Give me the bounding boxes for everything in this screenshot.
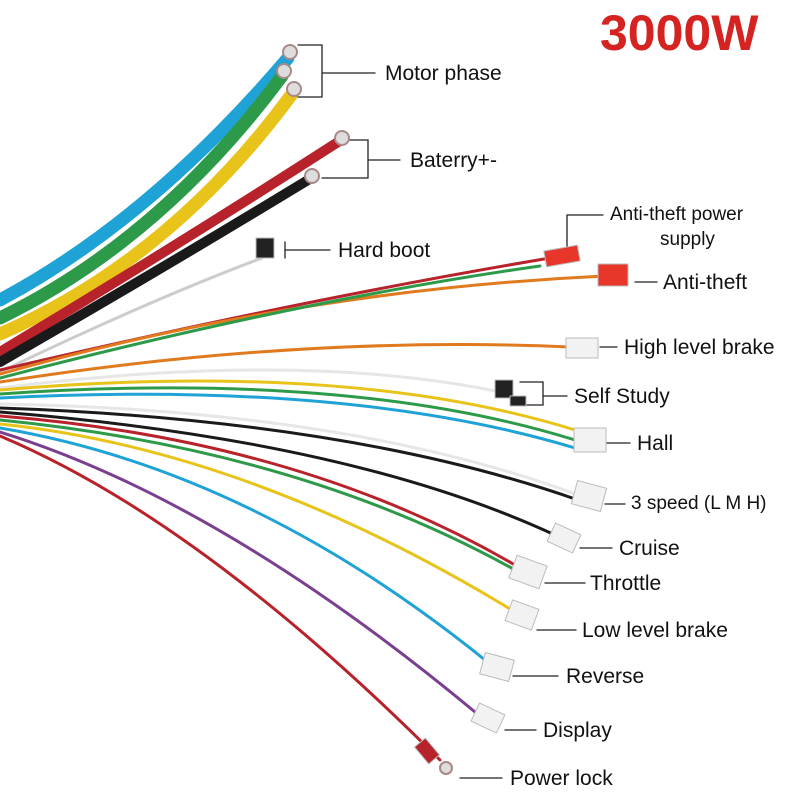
label-hall: Hall [637, 432, 674, 455]
label-display: Display [543, 719, 612, 742]
wire-display [0, 430, 477, 714]
ring-terminals [276, 44, 453, 775]
wire-hall [0, 379, 577, 432]
label-low-level-brake: Low level brake [582, 619, 728, 642]
wire-green-phase [0, 69, 289, 325]
wire-low-brake [0, 422, 517, 614]
label-throttle: Throttle [590, 572, 662, 595]
label-reverse: Reverse [566, 665, 645, 688]
wire-self-study [0, 368, 502, 394]
label-high-level-brake: High level brake [624, 336, 775, 359]
wire-high-brake [0, 343, 572, 384]
label-3-speed: 3 speed (L M H) [631, 493, 767, 514]
wire-throttle [0, 414, 517, 567]
wire-reverse [0, 426, 487, 662]
label-cruise: Cruise [619, 537, 680, 560]
wire-hard-boot [0, 256, 264, 374]
label-battery: Baterry+- [410, 149, 497, 172]
wire-power-lock [0, 434, 442, 762]
label-motor-phase: Motor phase [385, 62, 502, 85]
label-power-lock: Power lock [510, 767, 613, 790]
wire-red-battery [0, 137, 343, 357]
wire-yellow-phase [0, 87, 299, 341]
label-anti-theft-power-line2: supply [660, 229, 715, 250]
wire-3speed [0, 402, 580, 497]
wire-blue-phase [0, 51, 295, 307]
power-rating-title: 3000W [600, 5, 759, 61]
label-anti-theft: Anti-theft [663, 271, 748, 294]
label-anti-theft-power-line1: Anti-theft power [610, 204, 744, 225]
wire-black-battery [0, 175, 313, 367]
connectors [255, 237, 629, 765]
label-self-study: Self Study [574, 385, 670, 408]
label-hard-boot: Hard boot [338, 239, 431, 262]
wire-cruise [0, 410, 557, 537]
